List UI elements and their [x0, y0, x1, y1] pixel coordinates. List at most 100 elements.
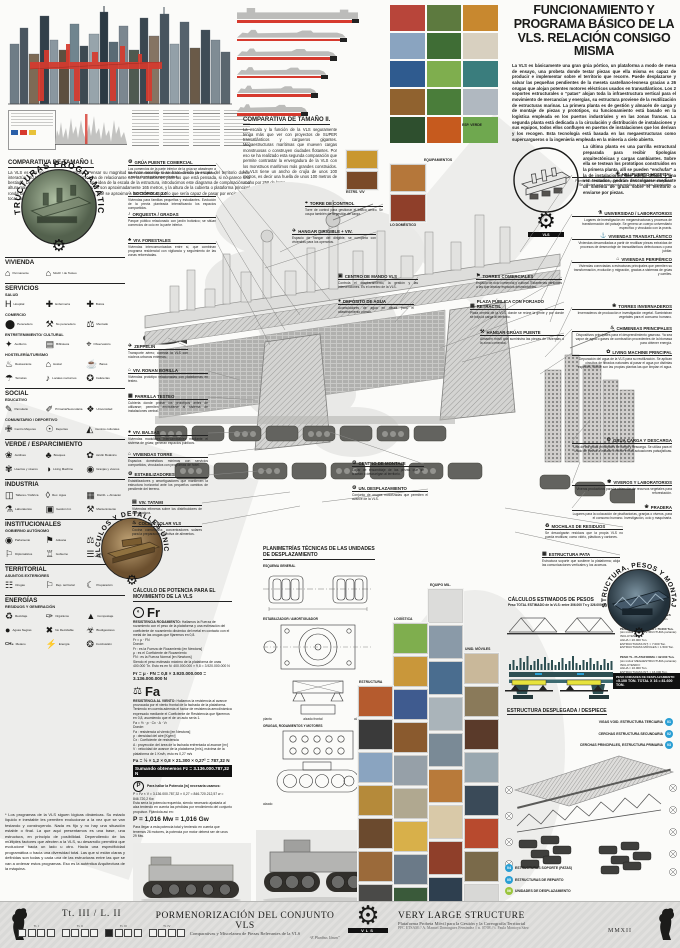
- programme-icon: ☣: [86, 625, 95, 635]
- legend-section-title: INDUSTRIA: [5, 481, 39, 488]
- callout-icon: ⌖: [305, 200, 308, 206]
- callout-label-text: VIVEROS Y LABORATORIOS: [613, 480, 672, 485]
- callout-label: ✚HELIPUERTO HOSPITAL: [572, 172, 672, 178]
- callout-label-text: MOCHILAS DE RESIDUOS: [551, 524, 606, 529]
- ship-length-bar: [237, 37, 347, 42]
- pesos-heading: CÁLCULOS ESTIMADOS DE PESOS: [508, 597, 594, 603]
- skyline-comparison-graphic: [8, 6, 232, 105]
- legend-item: ●Aguas Negras: [5, 624, 44, 637]
- despiece-exploded-drawing: [505, 755, 677, 876]
- pagination-group: Tt. III: [105, 924, 142, 937]
- page-square: [90, 929, 98, 937]
- legend-item-label: Permanente: [12, 270, 29, 275]
- legend-item: ✐Primaria/Secundaria: [46, 403, 85, 416]
- callout-icon: ✈: [292, 228, 297, 234]
- photo-label-equipo-mil: EQUIPO MIL.: [430, 583, 451, 587]
- legend-item-label: Orugas: [15, 582, 25, 587]
- legend-item-label: Living Machine: [53, 466, 74, 471]
- callout-label: ▣CENTRO DE MANDO VLS: [338, 274, 418, 280]
- photo-thumbnail: [393, 821, 428, 852]
- caption-alzado-frontal: alzado frontal: [303, 717, 323, 721]
- ship-length-tag: [330, 56, 338, 61]
- photo-thumbnail: [463, 61, 498, 87]
- programme-icon: ▲: [86, 611, 96, 621]
- legend-item: ♖Gobierno: [46, 548, 85, 561]
- legend-section-title: ENERGÍAS: [5, 597, 38, 604]
- page-square: [124, 929, 132, 937]
- legend-item: ✙Centro Mayores: [5, 423, 44, 436]
- programme-icon: ▦: [86, 490, 95, 500]
- legend-item: ⚒No perecedero: [46, 318, 85, 331]
- callout-label: ♣VIV. FORESTALES: [128, 238, 216, 244]
- pagination-group-label: Tt. I: [33, 924, 39, 928]
- photo-thumbnail: [358, 719, 393, 750]
- programme-icon: ◊: [45, 490, 51, 500]
- ship-silhouette: [237, 48, 337, 57]
- callout-description: Cocina comunitaria; concentradores solar…: [132, 528, 202, 537]
- callout-icon: ▦: [128, 393, 133, 399]
- photo-thumbnail: [426, 5, 462, 31]
- photo-thumbnail: [393, 689, 428, 720]
- legend-item: ☣Biodigestores: [86, 624, 125, 637]
- programme-icon: ✎: [5, 404, 13, 414]
- programme-icon: ⌂: [5, 268, 11, 278]
- programme-icon: ⚖: [86, 535, 95, 545]
- callout-label: ⚒HANGAR GRÚAS PUENTE: [480, 330, 564, 336]
- despiece-item-number: 01: [665, 718, 673, 726]
- callout-description: Espacio de ocio comercial y cultural. Es…: [476, 281, 562, 290]
- legend-item-label: Hostal: [53, 361, 62, 366]
- programme-icon: ⚒: [86, 504, 95, 514]
- programme-icon: ✖: [45, 625, 54, 635]
- ship-silhouette: [237, 104, 308, 112]
- callout-label: ⚙GRÚA PUENTE COMERCIAL: [128, 160, 216, 166]
- callout-label: ⚗UNIVERSIDAD / LABORATORIOS: [572, 211, 672, 217]
- callout-label: ⚙GRÚA CARGA Y DESCARGA: [572, 438, 672, 444]
- photo-thumbnail: [393, 788, 428, 819]
- skyline-key-box: [8, 110, 56, 150]
- caption-alzado: alzado: [263, 802, 273, 806]
- callout-label: ♪ORQUESTA / GRADAS: [128, 212, 216, 218]
- legend-item: ⬤Perecedero: [5, 318, 44, 331]
- page-square: [46, 929, 55, 937]
- callout-description: Cubierta donde probar los prototipos ant…: [128, 401, 208, 414]
- callout-label-text: VIV. FORESTALES: [133, 238, 171, 243]
- page-square: [148, 929, 157, 937]
- legend-item: ⚖Mercado: [86, 318, 125, 331]
- legend-item-label: Modif. / de Testeo: [53, 270, 77, 275]
- callout-description: Viviendas intercomunicadas entre sí, que…: [128, 245, 216, 258]
- photo-thumbnail: [426, 89, 462, 115]
- callout-label: ♨COCINA SOLAR VLS: [132, 521, 202, 527]
- despiece-item-label: UNIDADES DE DESPLAZAMIENTO: [515, 889, 571, 893]
- title-body-b: La última planta es una parrilla estruct…: [583, 144, 676, 195]
- callout-icon: ♣: [128, 237, 132, 243]
- legend-subsection-title: GOBIERNO AUTÓNOMO: [5, 529, 50, 533]
- callout-icon: ⚙: [352, 485, 357, 491]
- vls-axon-emblem: ⚙ VLS: [513, 147, 579, 238]
- peso-mini-diagram-1: [505, 675, 553, 692]
- legend-item: ⌖Observatorio: [86, 338, 125, 351]
- stamp-estructuras-programaticas: ESTRUCTURAS PROGRAMÁTICAS ⚙: [10, 154, 105, 255]
- pagination-squares-row: [148, 929, 185, 937]
- callout-label-text: DEPÓSITO DE AGUA: [343, 299, 387, 304]
- photo-strip-equipo-mil: [428, 589, 463, 911]
- callout-icon: ▦: [470, 303, 475, 309]
- legend-item-label: Auditorio: [14, 341, 27, 346]
- legend-item-label: Compostaje: [97, 613, 114, 618]
- legend-section-title: VERDE / ESPARCIMIENTO: [5, 441, 83, 448]
- ship-length-tag: [301, 111, 309, 117]
- legend-item: ♪Locales nocturnos: [46, 372, 85, 385]
- callout-description: Lugar de ensamblaje de las piezas que se…: [352, 468, 424, 477]
- callout-description: Puerta de comunicación urgente con la VL…: [575, 179, 672, 188]
- callout-description: Parque público relacionado con jardín bo…: [128, 219, 216, 228]
- gear-icon: ⚙: [633, 625, 646, 641]
- legend-item: ✾Huertos y viveros: [5, 463, 44, 476]
- photo-thumbnail: [428, 697, 463, 731]
- callout-icon: ⚙: [128, 471, 133, 477]
- legend-item-label: Rec. Agua: [52, 492, 66, 497]
- programme-icon: ▣: [45, 504, 55, 514]
